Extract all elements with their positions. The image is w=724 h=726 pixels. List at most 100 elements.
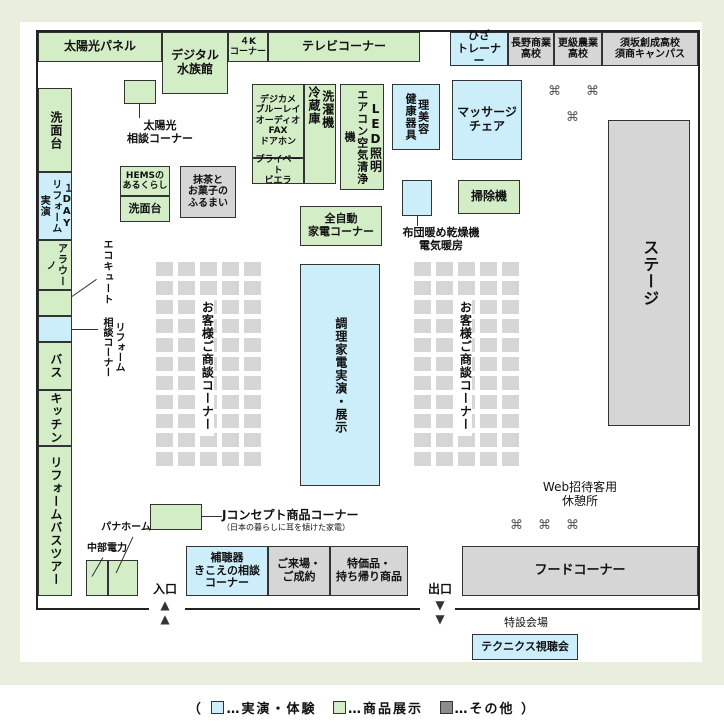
reform-consult-label: リフォーム 相談コーナー (101, 317, 124, 377)
legend-product-label: …商品展示 (347, 702, 423, 717)
wall-bottom-middle (185, 608, 420, 610)
seat (502, 319, 519, 333)
seat (222, 376, 239, 390)
chair-icon: ⌘ (510, 518, 523, 533)
seat (156, 338, 173, 352)
seat (414, 376, 431, 390)
seat (480, 376, 497, 390)
seat (244, 357, 261, 371)
legend-other-swatch (439, 701, 453, 714)
massage-chair-booth: マッサージ チェア (452, 80, 522, 160)
seat (178, 433, 195, 447)
seat (156, 319, 173, 333)
seat (178, 281, 195, 295)
seat (502, 452, 519, 466)
seat (436, 357, 453, 371)
one-day-reform-booth: １DAY リフォーム実演 (38, 172, 72, 240)
seat (156, 433, 173, 447)
tv-corner-booth: テレビコーナー (268, 32, 420, 62)
seat (414, 338, 431, 352)
exit-label: 出口 (427, 582, 452, 596)
seat (244, 319, 261, 333)
j-concept-label: Jコンセプト商品コーナー (222, 508, 359, 522)
seat (200, 281, 217, 295)
seat (458, 281, 475, 295)
seat (178, 319, 195, 333)
seat (436, 319, 453, 333)
chair-icon: ⌘ (548, 84, 561, 99)
reform-consult-booth (38, 316, 72, 342)
legend-product-swatch (332, 701, 346, 714)
reform-consult-leader (72, 329, 98, 330)
seat (502, 357, 519, 371)
seat (156, 262, 173, 276)
legend-demo-label: …実演・体験 (226, 702, 317, 717)
stage-area: ステージ (608, 120, 690, 426)
wall-top (36, 30, 700, 32)
legend-close-paren: ） (521, 702, 537, 717)
wall-bottom-left (36, 608, 149, 610)
wall-bottom-right (455, 608, 700, 610)
seat (502, 262, 519, 276)
chubu-denryoku-label: 中部電力 (87, 543, 127, 554)
seat (480, 357, 497, 371)
seat (156, 376, 173, 390)
hems-booth: HEMSの あるくらし (120, 166, 170, 196)
seat (156, 300, 173, 314)
seat (222, 433, 239, 447)
seat (244, 262, 261, 276)
aircon-led-booth: エアコン空気清浄機 LED照明 (340, 84, 384, 190)
seat (502, 281, 519, 295)
seat (244, 376, 261, 390)
exit-arrow-icon: ▼▼ (435, 598, 445, 627)
seat (480, 281, 497, 295)
nagano-shogyo-booth: 長野商業 高校 (508, 32, 554, 66)
seat (244, 452, 261, 466)
seat (502, 433, 519, 447)
seat (414, 414, 431, 428)
food-corner-area: フードコーナー (462, 546, 698, 596)
futon-dryer-booth (402, 180, 432, 216)
web-lounge-label: Web招待客用 休憩所 (542, 480, 618, 509)
special-venue-label: 特設会場 (504, 616, 548, 629)
seat (436, 433, 453, 447)
seat (414, 300, 431, 314)
seat (244, 300, 261, 314)
chair-icon: ⌘ (538, 518, 551, 533)
hearing-aid-booth: 補聴器 きこえの相談 コーナー (186, 546, 268, 596)
solar-panel-booth: 太陽光パネル (38, 32, 162, 62)
seat (480, 262, 497, 276)
health-label: 健康器具 (404, 93, 417, 141)
seat (414, 357, 431, 371)
seat (156, 281, 173, 295)
seat (222, 300, 239, 314)
seat (458, 262, 475, 276)
digital-camera-booth: デジカメ ブルーレイ オーディオ FAX ドアホン (252, 84, 304, 158)
solar-consult-label: 太陽光 相談コーナー (127, 119, 193, 146)
seat (222, 357, 239, 371)
seat (480, 300, 497, 314)
seat (502, 395, 519, 409)
seat (502, 376, 519, 390)
seat (502, 300, 519, 314)
seat (156, 395, 173, 409)
seat (436, 300, 453, 314)
seat (200, 452, 217, 466)
panahome-booth (108, 560, 138, 596)
seat (178, 452, 195, 466)
knee-trainer-booth: ひざ トレーナー (450, 29, 508, 67)
bath-booth: バス (38, 342, 72, 390)
seat (480, 414, 497, 428)
reform-bath-tour-booth: リフォームバスツアー (38, 446, 72, 596)
cooking-demo-booth: 調理家電実演・展示 (300, 264, 380, 486)
legend: （ …実演・体験 …商品展示 …その他 ） (0, 698, 724, 717)
seat (244, 281, 261, 295)
seat (244, 338, 261, 352)
seat (480, 319, 497, 333)
seat (178, 338, 195, 352)
private-viera-booth: プライベート ビエラ (252, 155, 304, 186)
seat (244, 433, 261, 447)
entrance-arrow-icon: ▲▲ (160, 598, 170, 627)
consult-corner-left: お客様ご商談コーナー (200, 296, 215, 436)
j-concept-leader (202, 516, 222, 517)
